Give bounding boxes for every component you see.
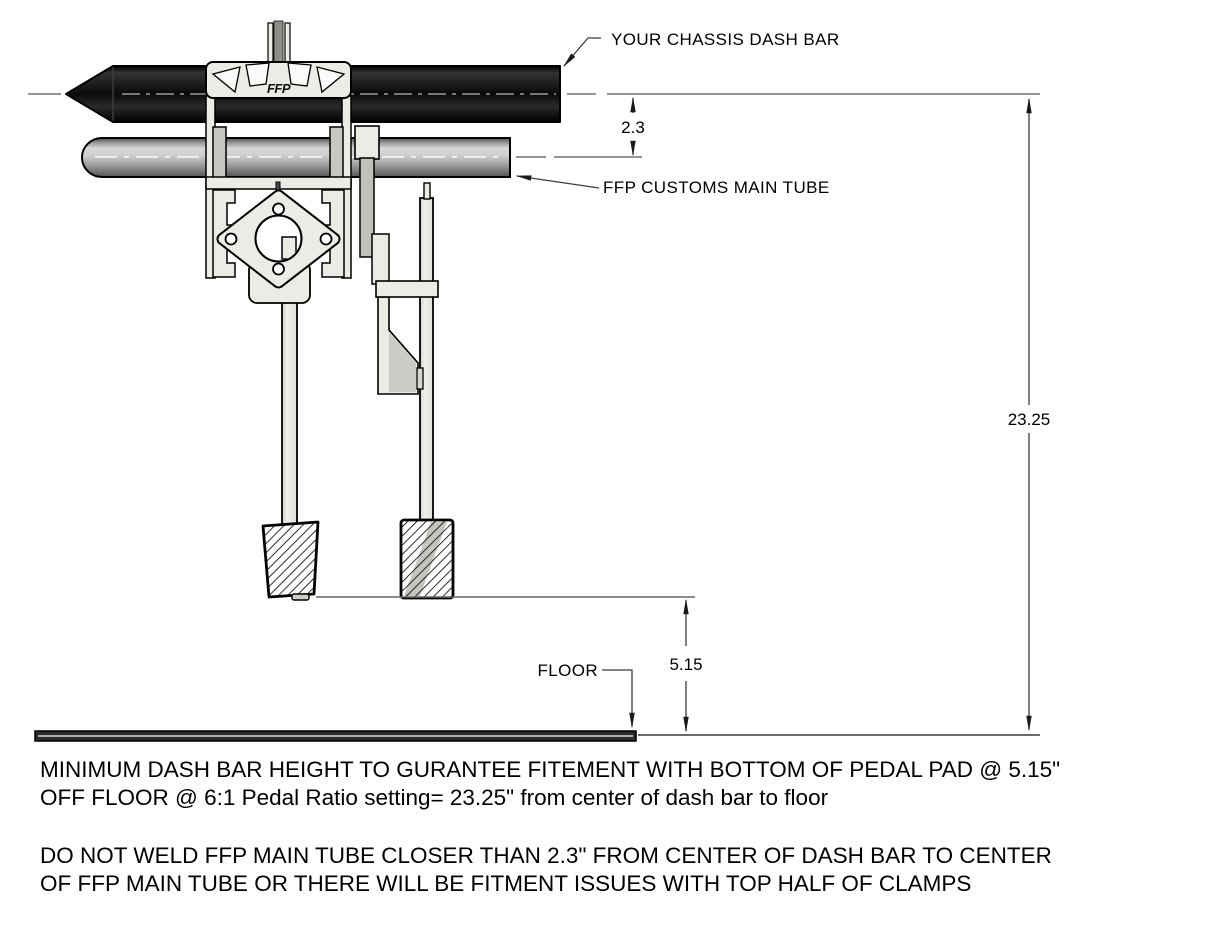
note-line: MINIMUM DASH BAR HEIGHT TO GURANTEE FITE… <box>40 757 1061 782</box>
gas-pedal-rod <box>419 197 434 523</box>
gas-pedal-pad <box>399 518 455 600</box>
gas-rod-tab <box>423 182 431 200</box>
drawing-svg: FFP <box>28 20 1051 742</box>
clamp-pockets <box>211 62 346 94</box>
centerlines <box>28 93 1040 158</box>
dimension-2-3: 2.3 <box>621 96 645 157</box>
dimension-5-15: 5.15 <box>669 598 703 733</box>
brake-pedal-pad <box>261 520 320 601</box>
note-fitment: MINIMUM DASH BAR HEIGHT TO GURANTEE FITE… <box>40 756 1060 812</box>
ffp-main-tube <box>81 137 511 178</box>
clamp-top-plate <box>205 61 352 99</box>
note-line: DO NOT WELD FFP MAIN TUBE CLOSER THAN 2.… <box>40 843 1052 868</box>
dim-text-dash-height: 23.25 <box>1008 410 1051 429</box>
main-tube-leader <box>515 175 600 189</box>
brake-pedal-arm <box>281 299 298 528</box>
bolt-holes <box>224 202 333 276</box>
floor <box>34 596 1040 742</box>
dim-text-tube-spacing: 2.3 <box>621 118 645 137</box>
ffp-logo: FFP <box>267 81 291 96</box>
dash-bar-label: YOUR CHASSIS DASH BAR <box>611 30 840 49</box>
gas-bracket-nub <box>416 367 424 390</box>
diamond-mount-plate <box>216 189 341 289</box>
dim-text-pad-height: 5.15 <box>669 655 702 674</box>
note-weld-warning: DO NOT WELD FFP MAIN TUBE CLOSER THAN 2.… <box>40 842 1060 898</box>
note-line: OFF FLOOR @ 6:1 Pedal Ratio setting= 23.… <box>40 785 829 810</box>
clamp-assembly: FFP <box>205 20 352 279</box>
callouts: YOUR CHASSIS DASH BAR FFP CUSTOMS MAIN T… <box>515 30 840 729</box>
dash-bar-leader <box>563 37 601 67</box>
floor-leader <box>602 669 635 729</box>
dimension-23-25: 23.25 <box>1008 97 1051 732</box>
clamp-adjuster-stem <box>267 20 291 64</box>
pedal-pads <box>261 518 455 601</box>
floor-label: FLOOR <box>537 661 598 680</box>
gas-bracket-arm <box>375 280 439 298</box>
main-tube-label: FFP CUSTOMS MAIN TUBE <box>603 178 830 197</box>
hanger-strap <box>359 157 375 258</box>
note-line: OF FFP MAIN TUBE OR THERE WILL BE FITMEN… <box>40 871 972 896</box>
pedal-mount-assembly <box>212 189 345 528</box>
hanger-clamp-block <box>354 125 380 160</box>
gas-pedal-assembly <box>354 125 439 523</box>
notes-section: MINIMUM DASH BAR HEIGHT TO GURANTEE FITE… <box>40 756 1060 928</box>
